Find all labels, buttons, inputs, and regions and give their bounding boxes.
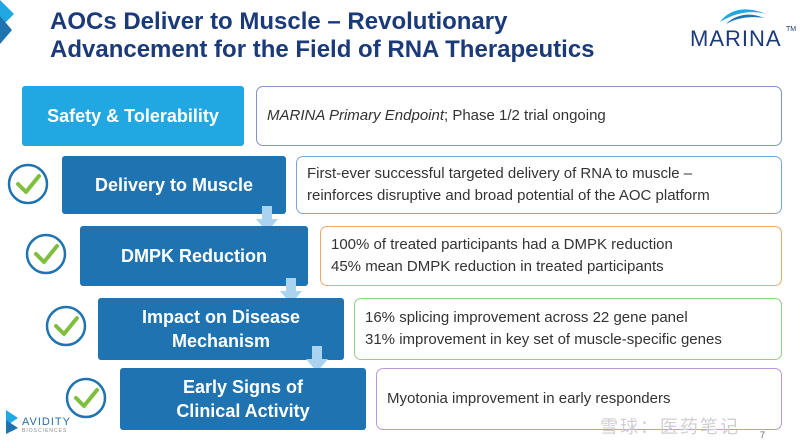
step-label-line-1: Impact on Disease bbox=[141, 307, 301, 327]
page-number: 7 bbox=[760, 430, 766, 440]
marina-logo: MARINA TM bbox=[690, 4, 796, 52]
checkmark-icon bbox=[45, 305, 87, 347]
step-label-line-2: Mechanism bbox=[171, 331, 271, 351]
title-line-2: Advancement for the Field of RNA Therape… bbox=[50, 36, 595, 63]
desc-safety-tolerability: MARINA Primary Endpoint; Phase 1/2 trial… bbox=[256, 86, 782, 146]
brand-tm: TM bbox=[786, 26, 797, 33]
desc-impact-on-disease-mechanism: 16% splicing improvement across 22 gene … bbox=[354, 298, 782, 360]
checkmark-icon bbox=[7, 163, 49, 205]
desc-line: reinforces disruptive and broad potentia… bbox=[307, 187, 710, 204]
page-title: AOCs Deliver to Muscle – Revolutionary A… bbox=[50, 8, 690, 64]
step-label: Delivery to Muscle bbox=[94, 175, 254, 195]
desc-line: Myotonia improvement in early responders bbox=[387, 390, 671, 407]
step-label: Safety & Tolerability bbox=[47, 106, 219, 126]
avidity-logo-icon bbox=[6, 410, 18, 434]
corner-decoration bbox=[0, 0, 14, 44]
step-early-signs-of-clinical-activity: Early Signs of Clinical Activity bbox=[120, 368, 366, 430]
desc-early-signs-of-clinical-activity: Myotonia improvement in early responders bbox=[376, 368, 782, 430]
desc-delivery-to-muscle: First-ever successful targeted delivery … bbox=[296, 156, 782, 214]
desc-line: 16% splicing improvement across 22 gene … bbox=[365, 309, 688, 326]
company-subtitle: BIOSCIENCES bbox=[22, 428, 68, 434]
watermark: 雪球：医药笔记 bbox=[600, 417, 740, 437]
step-label-line-2: Clinical Activity bbox=[176, 401, 310, 421]
down-arrow-icon bbox=[256, 206, 278, 232]
step-safety-tolerability: Safety & Tolerability bbox=[22, 86, 244, 146]
desc-italic: MARINA Primary Endpoint bbox=[267, 107, 444, 124]
checkmark-icon bbox=[25, 233, 67, 275]
down-arrow-icon bbox=[280, 278, 302, 304]
desc-line: MARINA Primary Endpoint; Phase 1/2 trial… bbox=[267, 105, 781, 127]
desc-line: First-ever successful targeted delivery … bbox=[307, 165, 693, 182]
desc-line: 45% mean DMPK reduction in treated parti… bbox=[331, 258, 664, 275]
desc-text: ; Phase 1/2 trial ongoing bbox=[444, 107, 606, 124]
company-name: AVIDITY bbox=[22, 416, 71, 428]
step-impact-on-disease-mechanism: Impact on Disease Mechanism bbox=[98, 298, 344, 360]
checkmark-icon bbox=[65, 377, 107, 419]
step-label-line-1: Early Signs of bbox=[182, 377, 304, 397]
title-line-1: AOCs Deliver to Muscle – Revolutionary bbox=[50, 8, 508, 35]
desc-dmpk-reduction: 100% of treated participants had a DMPK … bbox=[320, 226, 782, 286]
step-dmpk-reduction: DMPK Reduction bbox=[80, 226, 308, 286]
waves-icon bbox=[720, 9, 766, 24]
step-delivery-to-muscle: Delivery to Muscle bbox=[62, 156, 286, 214]
down-arrow-icon bbox=[306, 346, 328, 372]
brand-name: MARINA bbox=[690, 26, 782, 51]
step-label: DMPK Reduction bbox=[121, 246, 267, 266]
desc-line: 31% improvement in key set of muscle-spe… bbox=[365, 331, 722, 348]
desc-line: 100% of treated participants had a DMPK … bbox=[331, 236, 673, 253]
